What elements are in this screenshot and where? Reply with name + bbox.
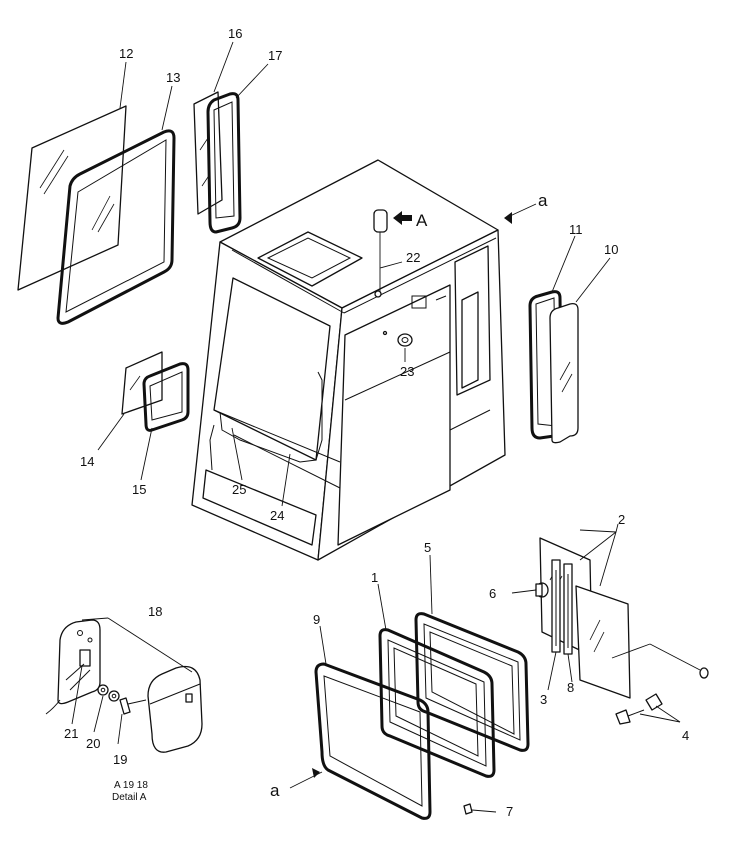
view-arrow-a <box>393 211 412 225</box>
callout-4: 4 <box>682 728 689 743</box>
leader-lines <box>71 41 681 813</box>
part-10-11-rear-side-window <box>528 290 579 444</box>
callout-7: 7 <box>506 804 513 819</box>
callout-18: 18 <box>148 604 162 619</box>
callout-23: 23 <box>400 364 414 379</box>
callout-13: 13 <box>166 70 180 85</box>
callout-3: 3 <box>540 692 547 707</box>
callout-17: 17 <box>268 48 282 63</box>
callout-11: 11 <box>569 222 583 237</box>
callout-5: 5 <box>424 540 431 555</box>
callout-25: 25 <box>232 482 246 497</box>
callout-16: 16 <box>228 26 242 41</box>
part-4-bolt-set <box>611 643 709 725</box>
part-9-seal <box>314 662 432 820</box>
callout-2: 2 <box>618 512 625 527</box>
callout-8: 8 <box>567 680 574 695</box>
cab-frame <box>191 159 506 561</box>
part-5-sash <box>414 612 530 752</box>
callout-24: 24 <box>270 508 284 523</box>
part-16-17-upper-side-window <box>193 91 242 234</box>
part-12-front-glass <box>17 105 127 291</box>
callout-6: 6 <box>489 586 496 601</box>
callout-22: 22 <box>406 250 420 265</box>
callout-1: 1 <box>371 570 378 585</box>
callout-14: 14 <box>80 454 94 469</box>
callout-10: 10 <box>604 242 618 257</box>
reference-labels: a a A A 19 18 Detail A <box>112 191 548 803</box>
detail-a-caption: Detail A <box>112 792 147 803</box>
callout-21: 21 <box>64 726 78 741</box>
part-1-sash <box>378 628 496 778</box>
part-13-front-seal <box>56 129 176 325</box>
roof-light-assembly <box>373 209 413 347</box>
detail-a-lamp <box>45 617 203 753</box>
callout-20: 20 <box>86 736 100 751</box>
part-14-15-small-window <box>121 351 190 432</box>
callout-labels: 12 13 16 17 11 10 14 15 22 23 25 24 1 5 … <box>64 26 689 819</box>
reference-a-bottom: a <box>270 781 280 800</box>
callout-9: 9 <box>313 612 320 627</box>
part-2-3-8-slide-glass <box>539 537 631 699</box>
callout-12: 12 <box>119 46 133 61</box>
reference-a-top: a <box>538 191 548 210</box>
callout-15: 15 <box>132 482 146 497</box>
part-7-stopper <box>463 803 473 815</box>
view-a-label: A <box>416 211 428 230</box>
part-6-lock <box>535 582 549 598</box>
callout-19: 19 <box>113 752 127 767</box>
reference-arrows <box>312 212 512 778</box>
detail-a-callouts: A 19 18 <box>114 780 148 791</box>
